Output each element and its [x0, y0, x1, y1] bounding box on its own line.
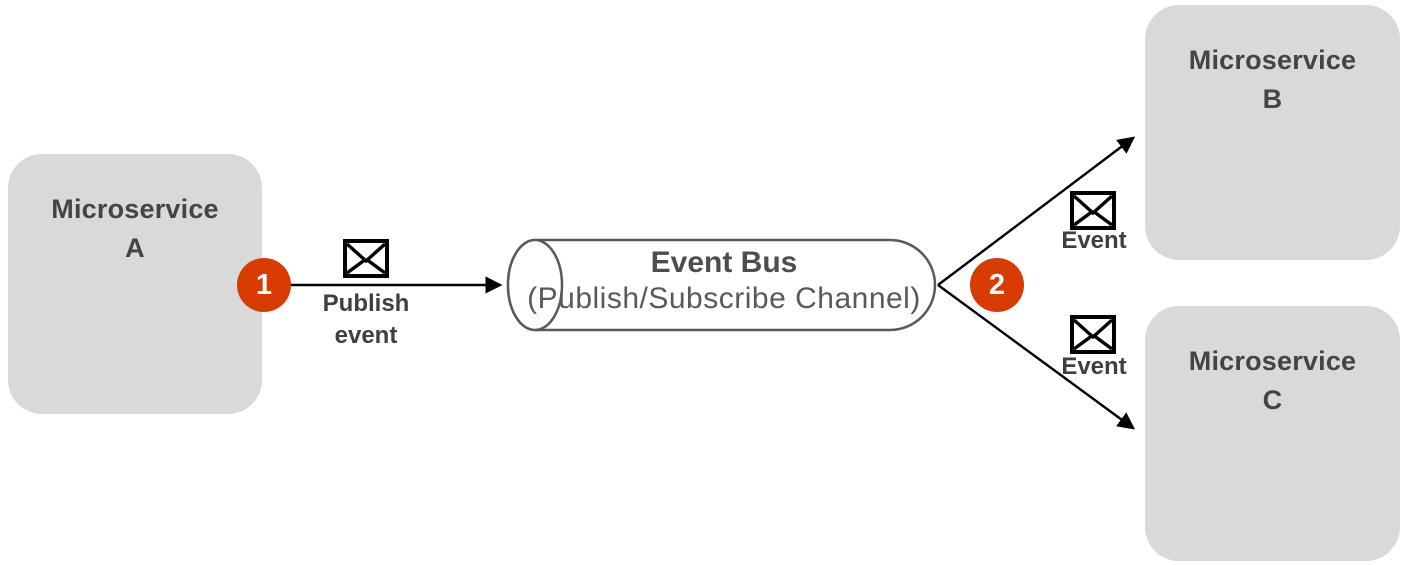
- event-bus-title: Event Bus: [650, 246, 798, 279]
- envelope-icon: [1070, 191, 1116, 230]
- event-bus-label: Event Bus (Publish/Subscribe Channel): [512, 245, 936, 316]
- envelope-icon: [1070, 315, 1116, 354]
- node-microservice-b-label: Microservice B: [1188, 45, 1357, 114]
- arrow-event-to-b: [937, 136, 1136, 286]
- event-bus-subtitle: (Publish/Subscribe Channel): [527, 282, 921, 315]
- node-microservice-a: Microservice A: [8, 154, 262, 414]
- step-badge-2: 2: [970, 258, 1024, 312]
- label-publish-event: Publish event: [322, 290, 410, 349]
- event-bus-cylinder-cap: [506, 238, 564, 332]
- label-event-to-b: Event: [1061, 227, 1127, 254]
- node-microservice-b: Microservice B: [1145, 5, 1400, 260]
- node-microservice-a-label: Microservice A: [51, 194, 219, 263]
- arrow-event-to-c: [937, 284, 1136, 430]
- label-event-to-c: Event: [1061, 353, 1127, 380]
- step-badge-1: 1: [237, 258, 291, 312]
- node-microservice-c-label: Microservice C: [1188, 346, 1357, 415]
- node-microservice-c: Microservice C: [1145, 306, 1400, 561]
- envelope-icon: [343, 239, 389, 278]
